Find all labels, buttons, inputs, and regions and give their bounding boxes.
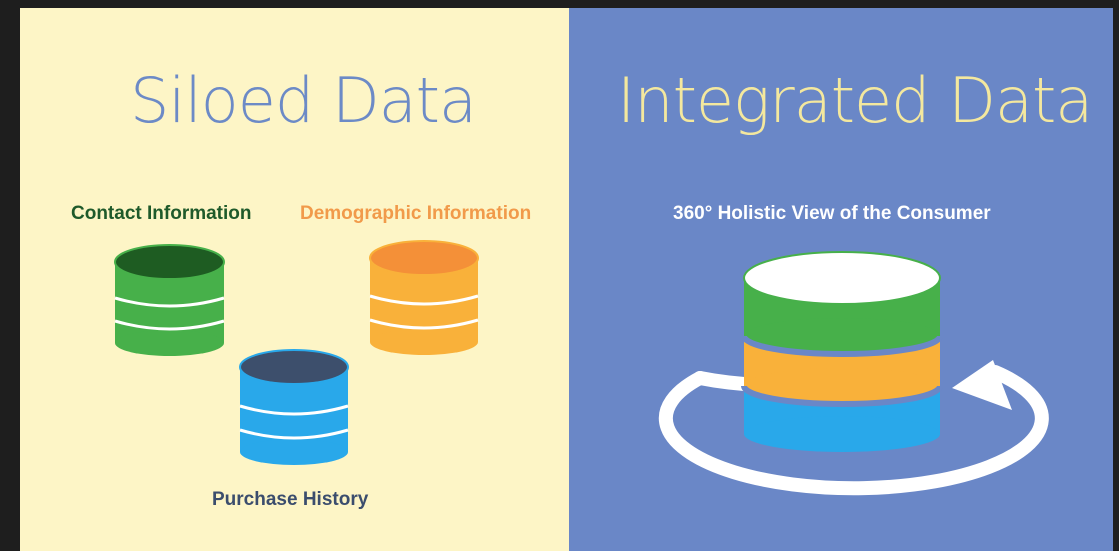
contact-information-label: Contact Information [71,203,252,224]
demographic-information-label: Demographic Information [300,203,532,224]
database-icon-green [114,244,225,356]
integrated-database-icon [741,251,943,452]
purchase-history-label: Purchase History [212,489,369,510]
integrated-data-title: Integrated Data [617,64,1093,137]
holistic-view-label: 360° Holistic View of the Consumer [673,203,991,224]
siloed-data-title: Siloed Data [130,64,477,137]
database-icon-blue [239,349,349,465]
database-icon-orange [369,240,479,355]
